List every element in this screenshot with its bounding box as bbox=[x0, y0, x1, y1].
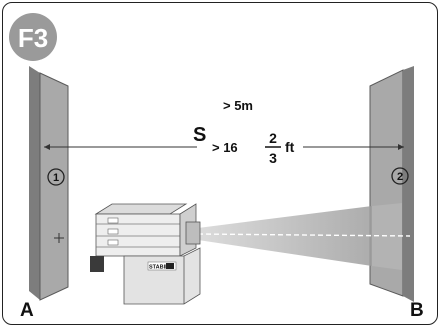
fraction-numerator: 2 bbox=[269, 130, 277, 146]
figure-badge: F3 bbox=[9, 13, 57, 61]
brand-logo-icon bbox=[166, 263, 174, 269]
badge-label: F3 bbox=[18, 23, 48, 53]
wall-b-letter: B bbox=[410, 300, 424, 321]
laser-device: STABILA bbox=[90, 203, 201, 305]
wall-a-marker: 1 bbox=[53, 172, 59, 184]
imperial-distance-prefix: > 16 bbox=[212, 140, 238, 155]
badge-circle bbox=[9, 13, 57, 61]
imperial-unit: ft bbox=[285, 139, 295, 155]
wall-b-marker-circle bbox=[391, 167, 409, 185]
metric-distance: > 5m bbox=[223, 98, 253, 113]
fraction-denominator: 3 bbox=[269, 150, 277, 166]
crosshair-mark bbox=[54, 233, 64, 243]
wall-a: 1 bbox=[29, 66, 69, 301]
wall-b-marker: 2 bbox=[397, 171, 403, 183]
wall-a-letter: A bbox=[20, 300, 34, 321]
brand-label: STABILA bbox=[149, 265, 172, 271]
distance-symbol: S bbox=[193, 124, 206, 146]
figure-frame bbox=[2, 2, 438, 325]
wall-a-marker-circle bbox=[47, 168, 65, 186]
laser-beam bbox=[197, 203, 411, 270]
